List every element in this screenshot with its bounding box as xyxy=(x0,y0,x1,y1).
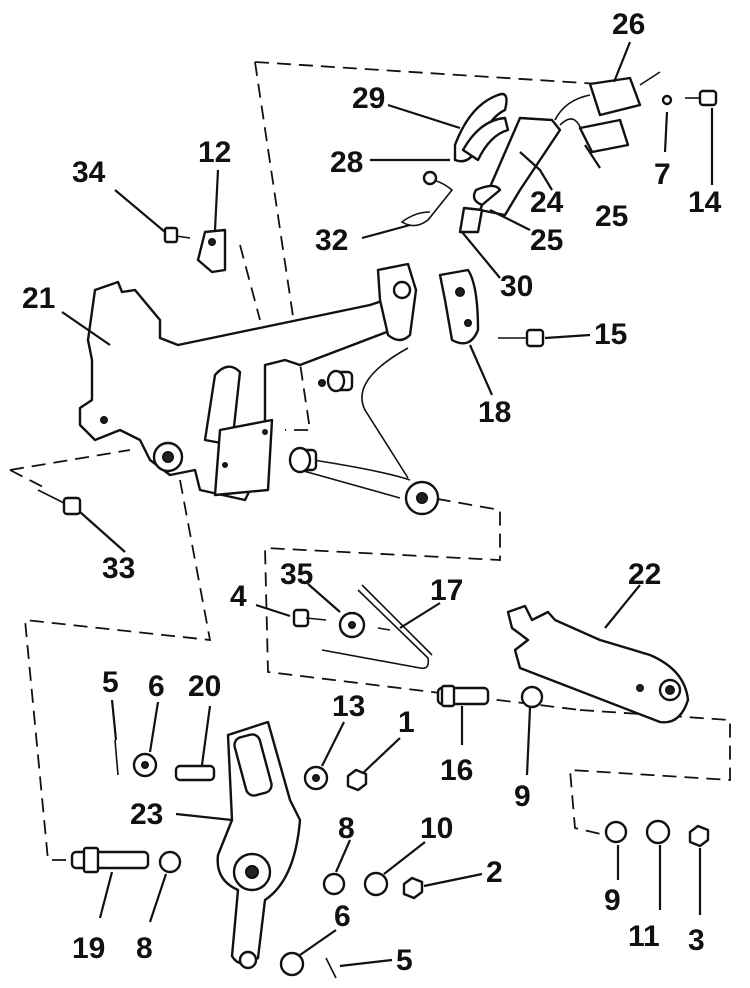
bracket-21 xyxy=(78,280,394,502)
label-23: 23 xyxy=(130,798,163,831)
label-12: 12 xyxy=(198,136,231,169)
label-5-lower: 5 xyxy=(396,944,413,977)
screw-15 xyxy=(498,328,545,348)
label-9-upper: 9 xyxy=(514,780,531,813)
label-13: 13 xyxy=(332,690,365,723)
label-35: 35 xyxy=(280,558,313,591)
label-18: 18 xyxy=(478,396,511,429)
spring-17 xyxy=(321,584,433,670)
label-32: 32 xyxy=(315,224,348,257)
label-25-right: 25 xyxy=(595,200,628,233)
switch-harness-assembly xyxy=(400,71,718,234)
label-6-lower: 6 xyxy=(334,900,351,933)
screw-4 xyxy=(292,608,327,628)
label-17: 17 xyxy=(430,574,463,607)
bushing-9-upper xyxy=(520,685,544,709)
nut-1 xyxy=(346,768,368,792)
washer-13 xyxy=(303,765,329,791)
part-labels: 26 29 7 14 28 34 12 24 25 25 32 30 21 15… xyxy=(22,8,722,977)
bushing-9-lower xyxy=(604,820,628,844)
stud-20 xyxy=(174,764,216,782)
label-29: 29 xyxy=(352,82,385,115)
label-19: 19 xyxy=(72,932,105,965)
label-20: 20 xyxy=(188,670,221,703)
label-1: 1 xyxy=(398,706,415,739)
label-11: 11 xyxy=(628,920,660,953)
leader-lines xyxy=(61,41,714,968)
stud-19 xyxy=(70,846,150,874)
label-2: 2 xyxy=(486,856,503,889)
label-6-upper: 6 xyxy=(148,670,165,703)
label-16: 16 xyxy=(440,754,473,787)
label-34: 34 xyxy=(72,156,106,189)
stud-16 xyxy=(436,684,490,708)
label-8-lower: 8 xyxy=(136,932,153,965)
label-33: 33 xyxy=(102,552,135,585)
label-5-upper: 5 xyxy=(102,666,119,699)
label-22: 22 xyxy=(628,558,661,591)
label-24: 24 xyxy=(530,186,564,219)
bushing-8-lower xyxy=(158,850,182,874)
bushing-8-right xyxy=(322,872,346,896)
label-15: 15 xyxy=(594,318,627,351)
nut-3 xyxy=(688,824,710,848)
washer-11 xyxy=(645,819,671,845)
washer-6-upper xyxy=(132,752,158,778)
dashed-group-lines xyxy=(9,61,731,861)
label-30: 30 xyxy=(500,270,533,303)
clip-12 xyxy=(196,228,227,274)
washer-6-lower xyxy=(279,951,305,977)
cotter-pin-5-lower xyxy=(325,957,337,979)
lever-23 xyxy=(216,720,302,970)
lever-22 xyxy=(506,604,690,724)
nut-2 xyxy=(402,876,424,900)
screw-34 xyxy=(163,226,191,244)
label-3: 3 xyxy=(688,924,705,957)
label-7: 7 xyxy=(654,158,671,191)
screw-33 xyxy=(37,489,82,516)
label-14: 14 xyxy=(688,186,722,219)
label-28: 28 xyxy=(330,146,363,179)
washer-35 xyxy=(338,611,366,639)
label-10: 10 xyxy=(420,812,453,845)
lever-arm xyxy=(288,347,440,516)
label-26: 26 xyxy=(612,8,645,41)
label-25-center: 25 xyxy=(530,224,563,257)
label-8-right: 8 xyxy=(338,812,355,845)
washer-10 xyxy=(363,871,389,897)
label-21: 21 xyxy=(22,282,55,315)
cotter-pin-5-upper xyxy=(114,739,119,776)
label-9-lower: 9 xyxy=(604,884,621,917)
upper-mount xyxy=(376,262,480,345)
label-4: 4 xyxy=(230,580,247,613)
